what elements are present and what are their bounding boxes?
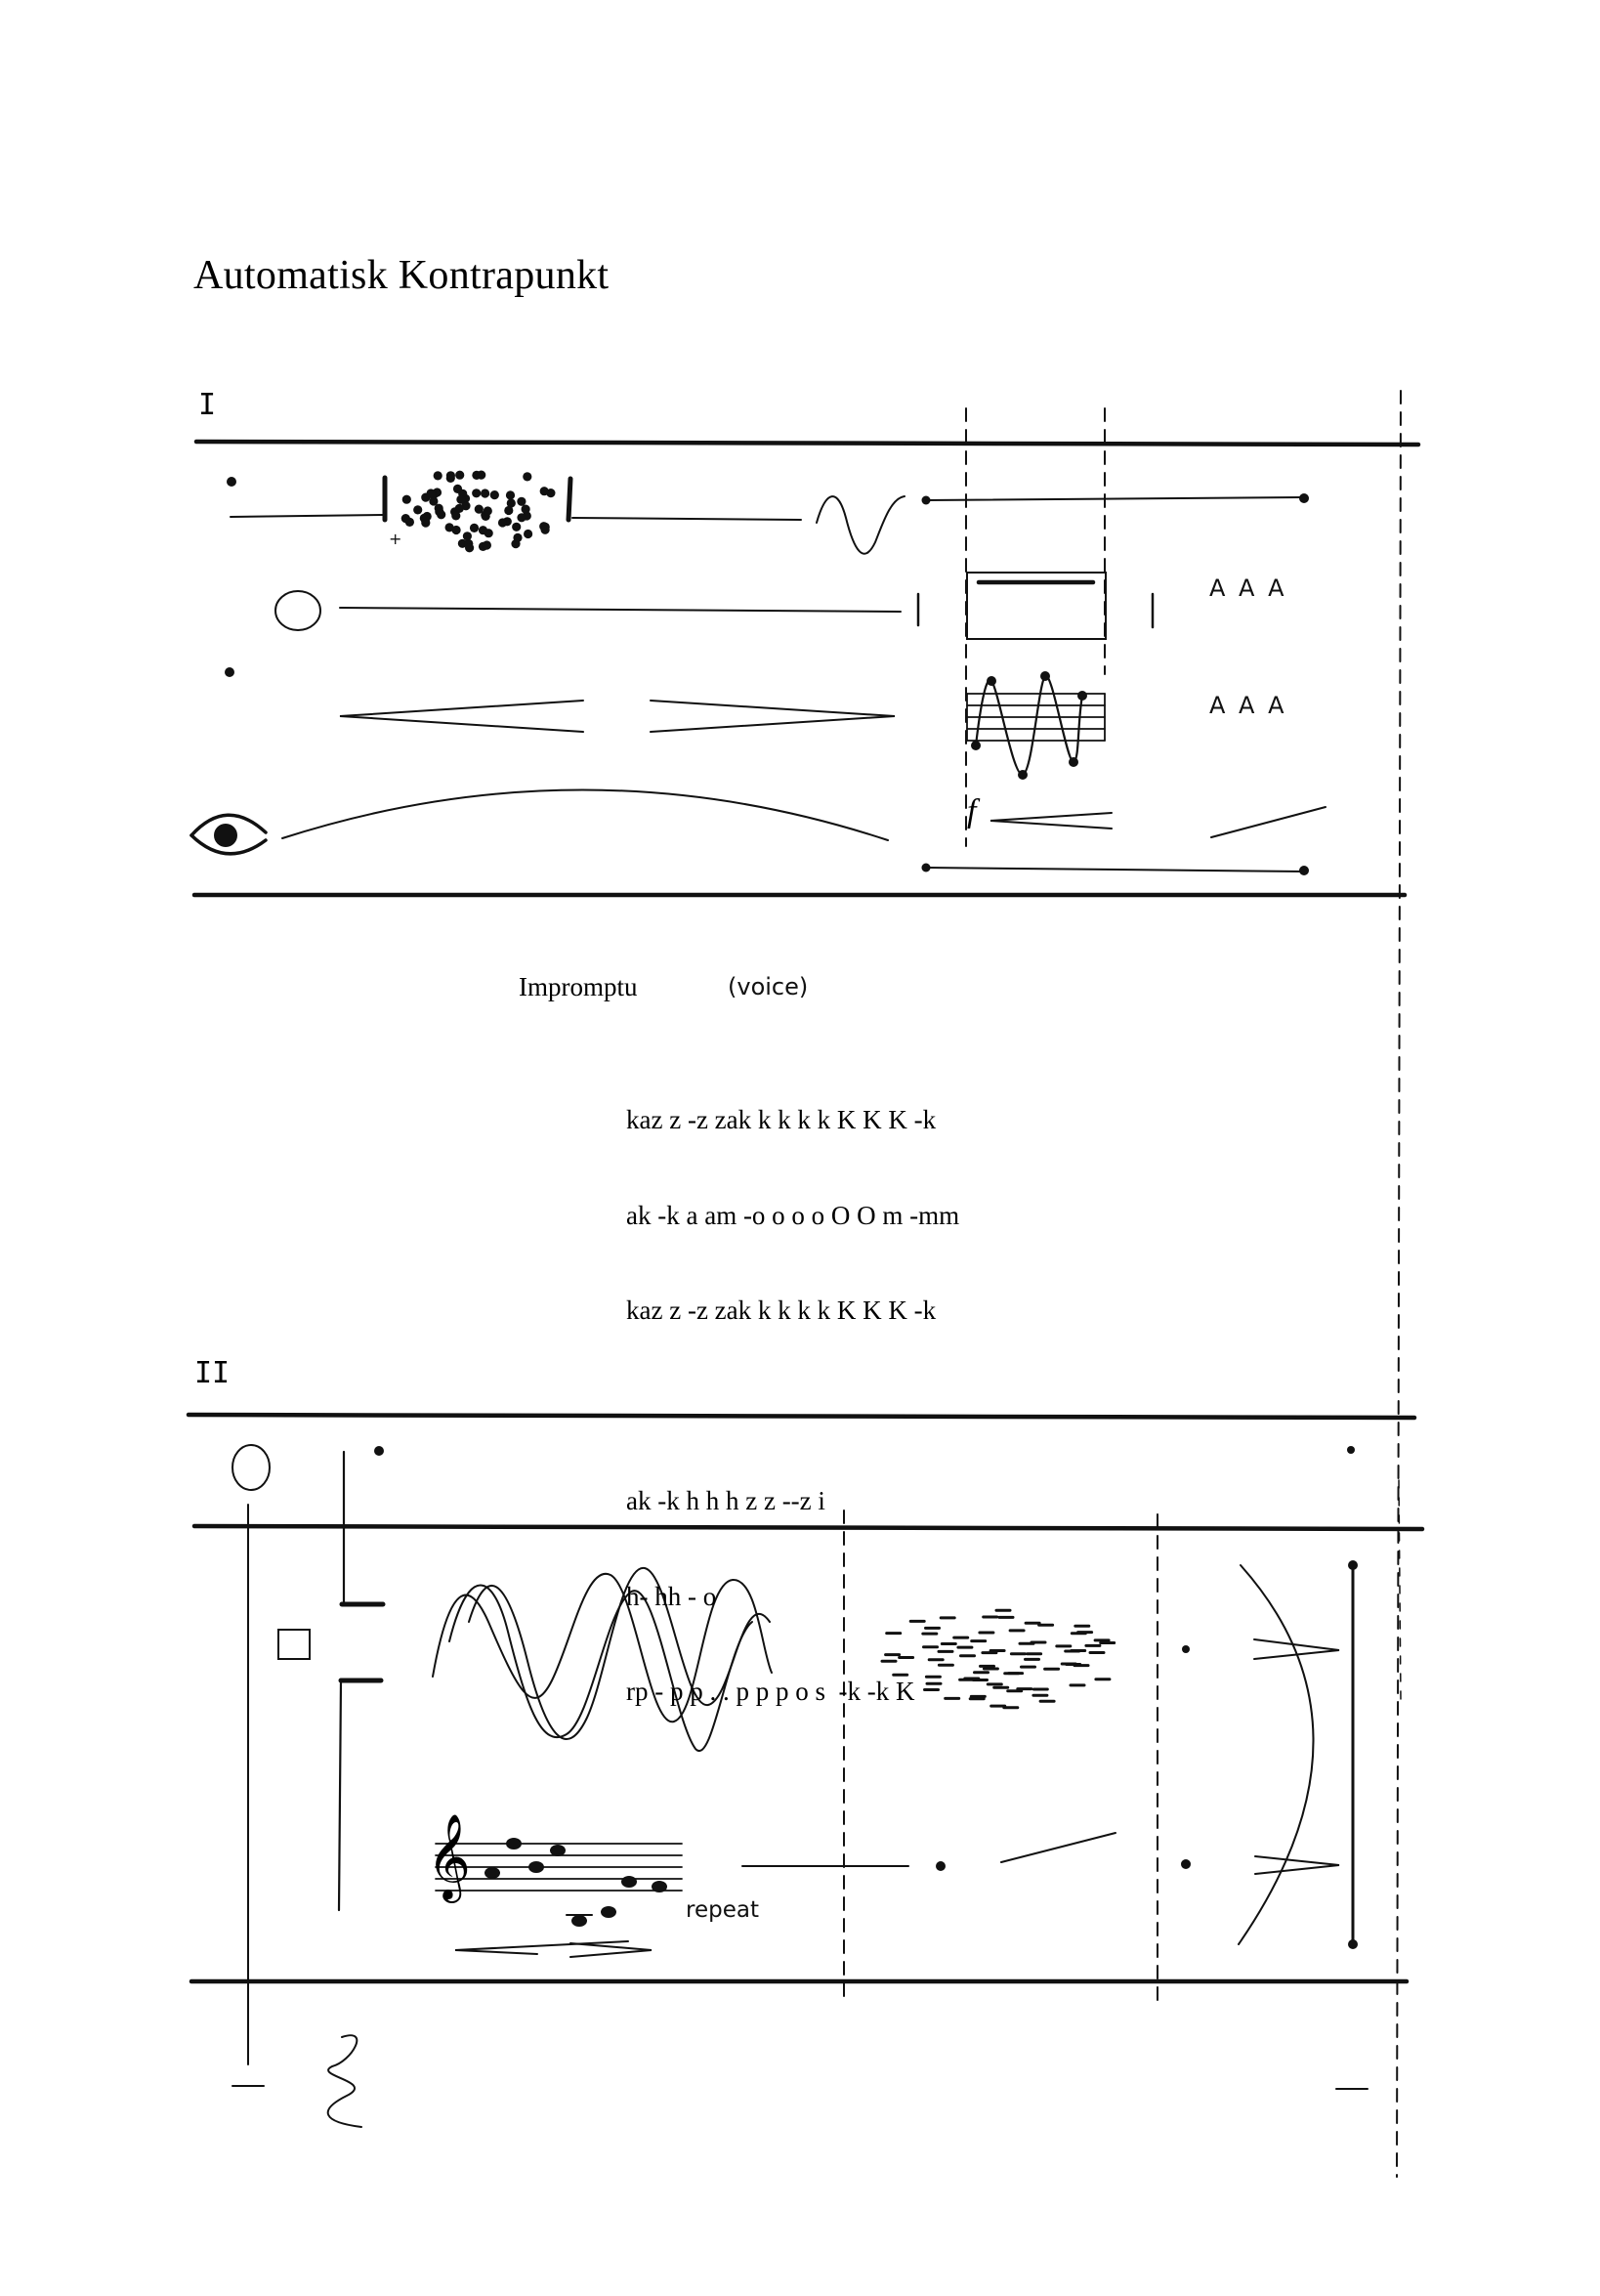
cluster-dot <box>451 525 461 535</box>
cluster-dot <box>429 496 439 506</box>
section-two-time-brackets <box>843 1509 1158 2008</box>
cluster-dot <box>413 505 423 515</box>
cluster-dot <box>513 532 523 543</box>
cluster-dot <box>472 489 482 498</box>
cluster-dot <box>422 511 432 522</box>
cluster-dot <box>451 511 461 521</box>
hairpin-upper <box>1253 1638 1340 1660</box>
squiggle <box>326 2034 362 2128</box>
bow-arc <box>1238 1564 1315 1945</box>
eye-icon <box>189 813 268 856</box>
cluster-dot <box>433 471 442 481</box>
cluster-dot <box>497 518 508 528</box>
cluster-dot <box>472 470 482 480</box>
cluster-dot <box>469 523 480 533</box>
treble-clef-icon: 𝄞 <box>427 1812 471 1899</box>
cluster-dot <box>517 513 526 523</box>
cluster-dot <box>489 490 499 500</box>
section-two-frame <box>186 1412 1425 1984</box>
open-notehead <box>274 590 321 631</box>
cluster-dot <box>454 503 464 514</box>
cluster-bracket-right <box>566 476 573 523</box>
note-heads <box>484 1838 667 1927</box>
cluster-dot <box>426 489 436 498</box>
interference-waves <box>432 1566 773 1753</box>
cluster-dot <box>504 505 514 516</box>
cluster-dot <box>457 538 467 548</box>
short-wave <box>816 495 905 555</box>
cluster-dot <box>512 522 522 531</box>
cluster-dot <box>521 504 530 514</box>
sustain-box <box>966 572 1107 640</box>
hairpin-lower <box>1254 1855 1340 1875</box>
cluster-dot <box>481 489 490 498</box>
cluster-dot <box>401 494 411 504</box>
page-title: Automatisk Kontrapunkt <box>193 253 610 298</box>
impromptu-lyrics: kaz z -z zak k k k k K K K -k ak -k a am… <box>626 1041 959 1739</box>
vowel-mark-upper: A A A <box>1209 574 1287 602</box>
dynamic-marking: f <box>967 793 977 829</box>
dot <box>227 477 236 487</box>
section-one-time-brackets <box>965 407 1106 847</box>
cluster-dot <box>517 496 526 506</box>
lyric-line: kaz z -z zak k k k k K K K -k <box>626 1105 937 1134</box>
cluster-dot <box>483 506 492 516</box>
section-one-numeral: I <box>198 388 217 422</box>
cluster-dot <box>452 484 463 493</box>
long-arc <box>281 788 889 841</box>
vowel-mark-lower: A A A <box>1209 692 1287 719</box>
lyric-line: kaz z -z zak k k k k K K K -k <box>626 1296 937 1325</box>
cluster-dot <box>456 494 466 504</box>
lyric-line: ak -k a am -o o o o O O m -mm <box>626 1200 960 1230</box>
cluster-dot <box>540 525 550 534</box>
impromptu-instrument: (voice) <box>728 973 809 1000</box>
decrescendo-hairpin <box>650 700 896 733</box>
lyric-line <box>626 1390 959 1423</box>
crescendo-hairpin <box>339 700 584 733</box>
cluster-dot <box>462 531 472 541</box>
cluster-dot <box>506 498 516 508</box>
grid-wave <box>974 674 1084 777</box>
dash-cluster <box>880 1608 1116 1710</box>
dot-cluster <box>400 470 556 553</box>
impromptu-title: Impromptu <box>519 972 638 1001</box>
section-one-frame <box>191 439 1421 898</box>
cluster-dot <box>444 523 454 532</box>
lyric-line: ak -k h h h z z --z i <box>626 1486 825 1515</box>
small-hairpin <box>989 812 1113 829</box>
cluster-dot <box>465 543 475 553</box>
cluster-dot <box>455 470 465 480</box>
cluster-dot <box>435 507 444 517</box>
cluster-dot <box>523 472 532 482</box>
cluster-dot <box>445 471 455 481</box>
cluster-dot <box>524 529 533 539</box>
svg-text:+: + <box>389 530 401 548</box>
lyric-line: rp - p p . . p p p o s -k -k K <box>626 1677 915 1706</box>
cluster-dot <box>474 504 484 514</box>
lyric-line: h- hh - o <box>626 1581 717 1611</box>
repeat-label: repeat <box>686 1897 759 1923</box>
cluster-dot <box>482 540 491 550</box>
cluster-dot <box>539 487 549 496</box>
cluster-dot <box>400 514 410 524</box>
cluster-dot <box>478 526 488 535</box>
section-two-numeral: II <box>194 1356 231 1390</box>
global-dashed-barline <box>1396 390 1402 2178</box>
cluster-dot <box>505 490 516 500</box>
